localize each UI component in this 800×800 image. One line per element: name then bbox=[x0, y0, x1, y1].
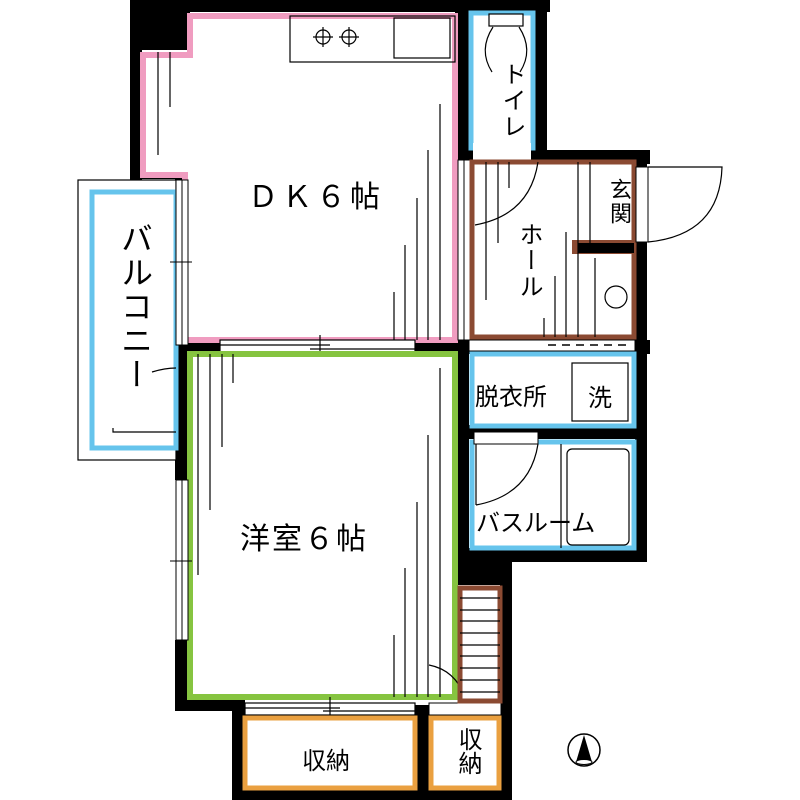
entrance-label: 玄関 bbox=[606, 178, 631, 226]
north-arrow-icon bbox=[567, 733, 601, 767]
storage1-border bbox=[242, 715, 418, 791]
balcony-label: バルコニー bbox=[116, 222, 154, 392]
hall-label: ホール bbox=[515, 222, 543, 300]
toilet-label: トイレ bbox=[498, 62, 526, 140]
dressing-label: 脱衣所 bbox=[475, 383, 547, 411]
western-room-border bbox=[187, 351, 458, 700]
dk-label: ＤＫ６帖 bbox=[248, 180, 384, 215]
bathroom-label: バスルーム bbox=[476, 509, 596, 537]
storage1-label: 収納 bbox=[302, 747, 350, 775]
storage2-border bbox=[428, 715, 502, 791]
bathroom-border bbox=[469, 439, 637, 551]
stove-burners-icon bbox=[313, 27, 359, 47]
dk-room-border bbox=[140, 13, 458, 343]
storage2-label: 収納 bbox=[454, 727, 482, 775]
washer-label: 洗 bbox=[588, 384, 612, 412]
western-label: 洋室６帖 bbox=[240, 522, 368, 557]
